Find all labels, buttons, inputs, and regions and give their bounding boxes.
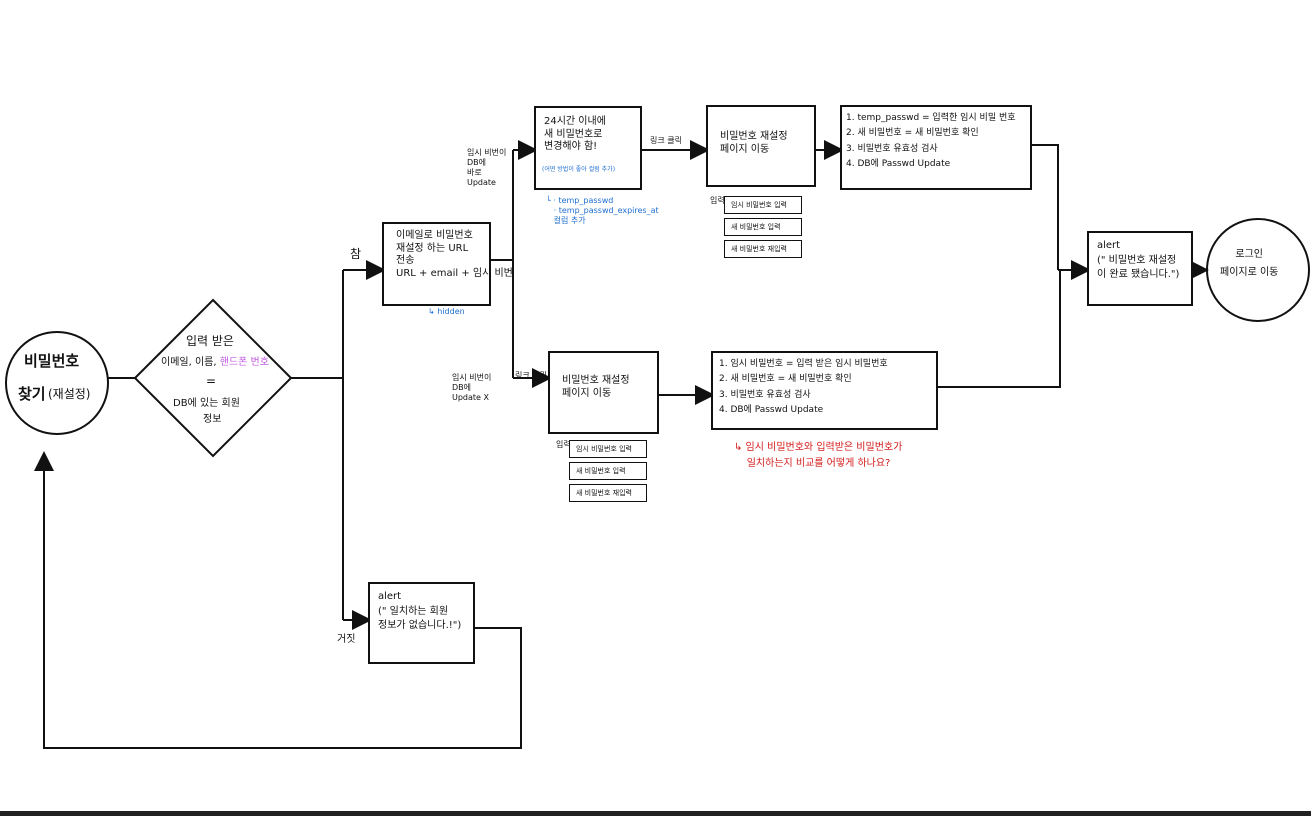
new-password-field-top[interactable]: 새 비밀번호 입력 [724, 218, 802, 236]
start-node-shape [5, 331, 109, 435]
temp-update-label: 임시 비번이 DB에 바로 Update [467, 148, 507, 187]
columns-note: └ · temp_passwd · temp_passwd_expires_at… [546, 196, 659, 225]
steps-top-box: 1. temp_passwd = 입력한 임시 비밀 번호 2. 새 비밀번호 … [840, 105, 1032, 190]
steps-bottom-text: 1. 임시 비밀번호 = 입력 받은 임시 비밀번호 2. 새 비밀번호 = 새… [719, 359, 888, 415]
temp-password-field-top[interactable]: 임시 비밀번호 입력 [724, 196, 802, 214]
alert-success-text: alert (" 비밀번호 재설정 이 완료 됐습니다.") [1097, 240, 1180, 280]
true-label: 참 [350, 247, 362, 261]
decision-line2-highlight: 핸드폰 번호 [219, 357, 269, 368]
reset-page-top-text: 비밀번호 재설정 페이지 이동 [720, 131, 788, 155]
decision-line1: 입력 받은 [186, 334, 234, 348]
temp-no-update-label: 임시 비번이 DB에 Update X [452, 373, 492, 402]
start-subtitle-paren: (재설정) [48, 387, 91, 401]
reset-page-top-box: 비밀번호 재설정 페이지 이동 [706, 105, 816, 187]
deadline-box: 24시간 이내에 새 비밀번호로 변경해야 함! (어떤 방법이 좋아 컬럼 추… [534, 106, 642, 190]
alert-fail-text: alert (" 일치하는 회원 정보가 없습니다.!") [378, 591, 462, 631]
temp-password-field-bottom[interactable]: 임시 비밀번호 입력 [569, 440, 647, 458]
email-url-text: 이메일로 비밀번호 재설정 하는 URL 전송 URL + email + 임시… [396, 230, 513, 279]
question-note: ↳ 임시 비밀번호와 입력받은 비밀번호가 일치하는지 비교를 어떻게 하나요? [734, 442, 903, 469]
reset-page-bottom-box: 비밀번호 재설정 페이지 이동 [548, 351, 659, 434]
input-top-label: 입력 [710, 196, 725, 205]
confirm-password-field-top[interactable]: 새 비밀번호 재입력 [724, 240, 802, 258]
input-bottom-label: 입력 [556, 440, 571, 449]
hidden-note: ↳ hidden [428, 307, 465, 316]
decision-diamond-shape [133, 298, 293, 458]
confirm-password-field-bottom[interactable]: 새 비밀번호 재입력 [569, 484, 647, 502]
reset-page-bottom-text: 비밀번호 재설정 페이지 이동 [562, 375, 630, 399]
false-label: 거짓 [337, 634, 356, 645]
decision-line2-a: 이메일, 이름, [161, 357, 220, 368]
alert-success-box: alert (" 비밀번호 재설정 이 완료 됐습니다.") [1087, 231, 1193, 306]
login-text: 로그인 페이지로 이동 [1220, 249, 1279, 278]
decision-line4: 정보 [203, 414, 222, 425]
steps-bottom-box: 1. 임시 비밀번호 = 입력 받은 임시 비밀번호 2. 새 비밀번호 = 새… [711, 351, 938, 430]
steps-top-text: 1. temp_passwd = 입력한 임시 비밀 번호 2. 새 비밀번호 … [846, 113, 1016, 169]
decision-line2: 이메일, 이름, 핸드폰 번호 [161, 357, 269, 370]
deadline-text: 24시간 이내에 새 비밀번호로 변경해야 함! [544, 116, 606, 152]
start-subtitle: 찾기 [18, 385, 46, 403]
decision-line3: DB에 있는 회원 [173, 398, 240, 409]
deadline-note: (어떤 방법이 좋아 컬럼 추가) [542, 166, 616, 173]
link-click-top-label: 링크 클릭 [650, 136, 682, 145]
decision-eq: = [206, 374, 217, 388]
link-click-bottom-label: 링크 클릭 [515, 371, 547, 380]
bottom-edge-bar [0, 811, 1311, 816]
new-password-field-bottom[interactable]: 새 비밀번호 입력 [569, 462, 647, 480]
start-title: 비밀번호 [24, 352, 80, 370]
alert-fail-box: alert (" 일치하는 회원 정보가 없습니다.!") [368, 582, 475, 664]
email-url-box: 이메일로 비밀번호 재설정 하는 URL 전송 URL + email + 임시… [382, 222, 513, 306]
